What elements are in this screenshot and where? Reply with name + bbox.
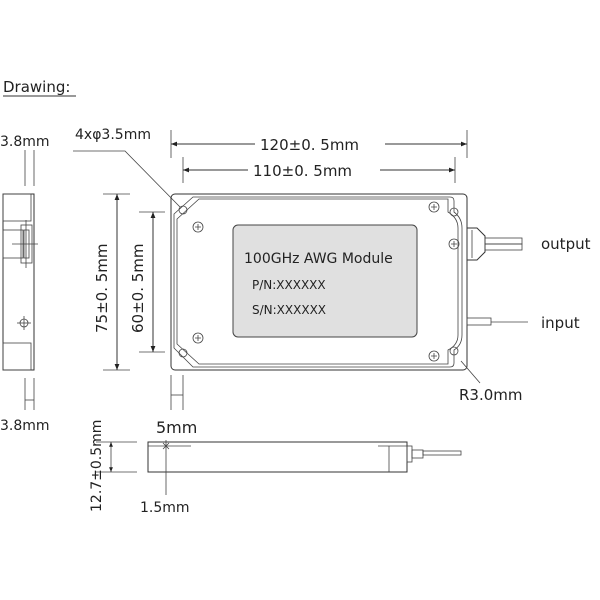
hole-leader <box>73 150 181 208</box>
mount-hole-icon <box>449 346 459 356</box>
crosshair-icon <box>17 316 31 330</box>
input-port-label: input <box>541 314 580 332</box>
lid-dimension: 1.5mm <box>140 500 190 516</box>
length-dimensions: 120±0. 5mm 110±0. 5mm <box>170 130 468 183</box>
side-fiber <box>422 450 462 456</box>
offset-dimension: 5mm <box>156 418 197 437</box>
hole-dimension: 4xφ3.5mm <box>75 127 151 143</box>
module-side-view: 5mm 12.7±0.5mm 1.5mm <box>89 418 462 516</box>
screw-icon <box>448 238 460 250</box>
mount-hole-icon <box>178 205 188 215</box>
side-bottom-dimension: 3.8mm <box>0 418 50 434</box>
height-inner-dimension: 60±0. 5mm <box>129 243 147 333</box>
side-view-left: 3.8mm 3.8mm <box>0 134 50 434</box>
mount-hole-icon <box>178 348 188 358</box>
thickness-dimension: 12.7±0.5mm <box>89 420 105 512</box>
length-inner-dimension: 110±0. 5mm <box>253 162 352 180</box>
screw-icon <box>428 350 440 362</box>
screw-icon <box>192 332 204 344</box>
output-fiber <box>484 237 523 245</box>
output-connector <box>466 227 486 261</box>
output-port-label: output <box>541 235 591 253</box>
input-connector <box>466 317 492 326</box>
length-outer-dimension: 120±0. 5mm <box>260 136 359 154</box>
module-label-title: 100GHz AWG Module <box>244 251 393 267</box>
side-top-dimension: 3.8mm <box>0 134 50 150</box>
height-outer-dimension: 75±0. 5mm <box>93 243 111 333</box>
height-dimensions: 75±0. 5mm 60±0. 5mm <box>93 193 165 371</box>
drawing-heading: Drawing: <box>3 78 70 96</box>
part-number: P/N:XXXXXX <box>252 278 326 292</box>
mount-hole-icon <box>449 207 459 217</box>
corner-radius-dimension: R3.0mm <box>459 386 523 404</box>
serial-number: S/N:XXXXXX <box>252 303 326 317</box>
module-top-view: 100GHz AWG Module P/N:XXXXXX S/N:XXXXXX … <box>170 193 591 410</box>
screw-icon <box>192 221 204 233</box>
module-label <box>232 224 418 338</box>
screw-icon <box>428 201 440 213</box>
